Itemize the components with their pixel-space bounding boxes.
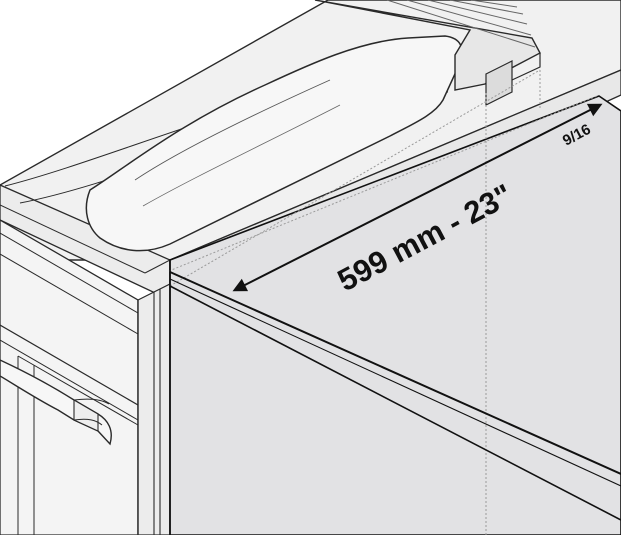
back-accessory [314,0,541,106]
side-cabinet [0,219,139,535]
cabinet-handle [0,359,112,446]
appliance-column [137,283,171,535]
dimension-arrow [232,103,603,292]
